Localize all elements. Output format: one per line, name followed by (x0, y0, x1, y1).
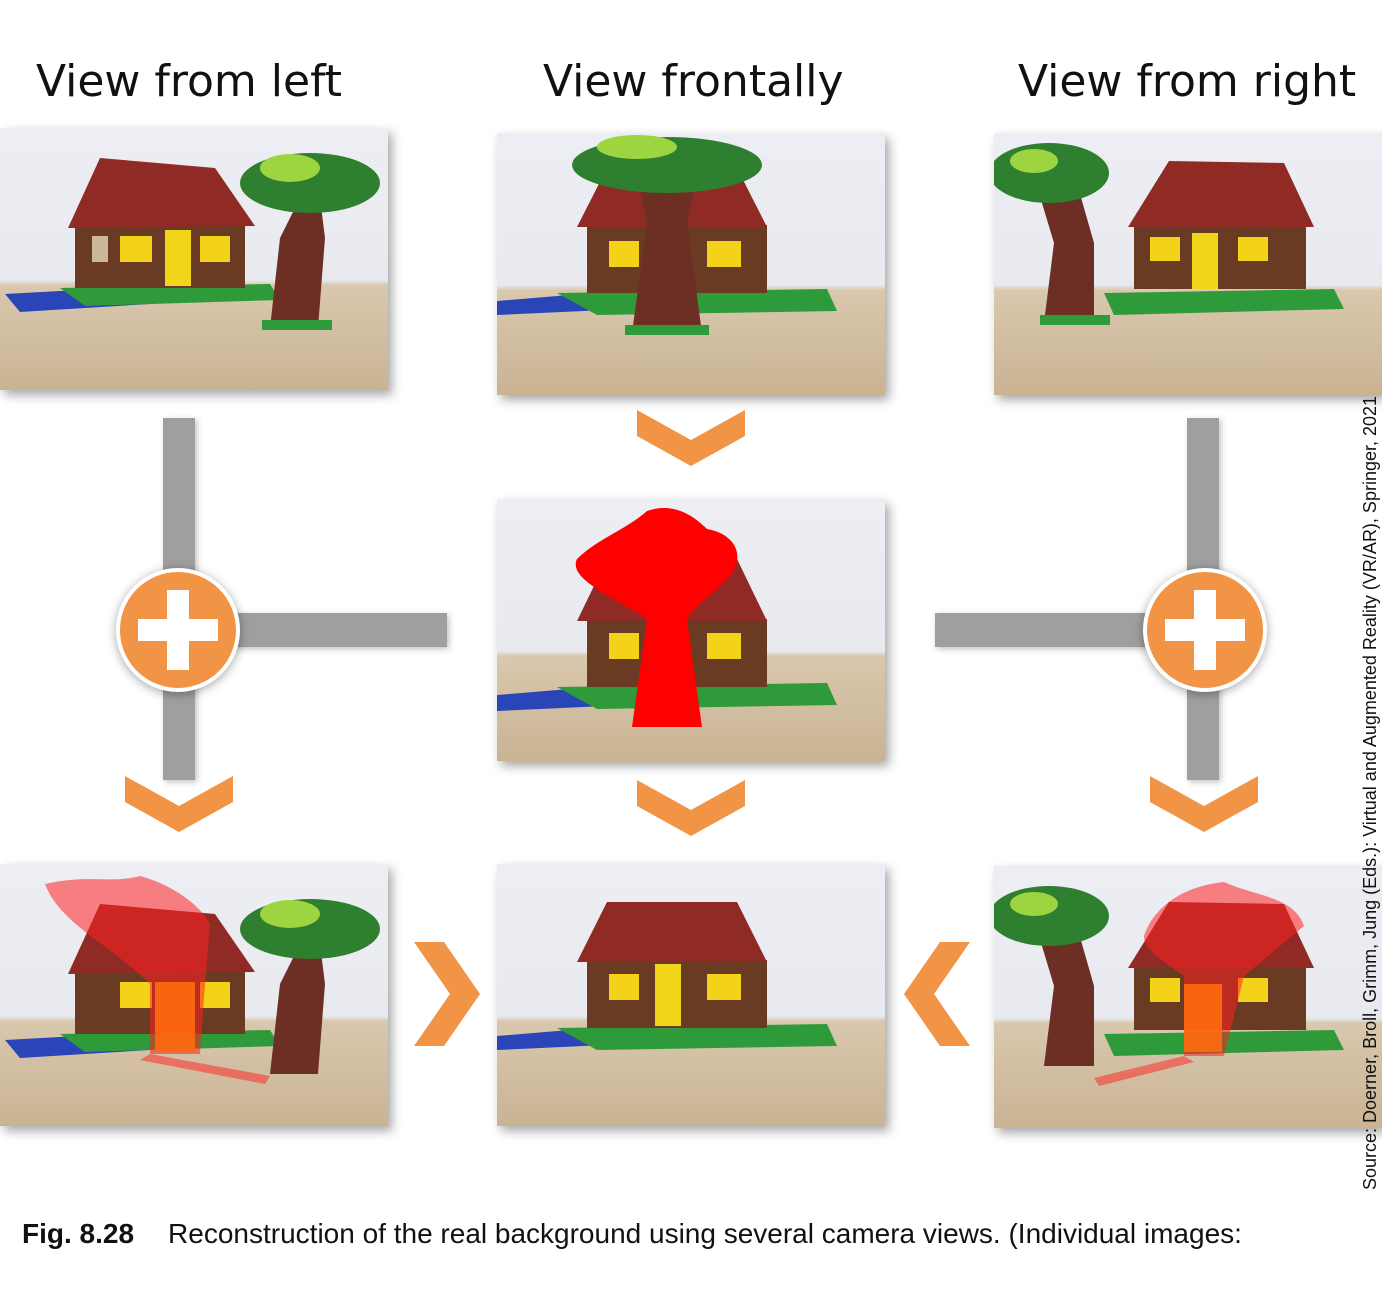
photo-view-right (994, 133, 1382, 395)
title-view-left: View from left (36, 56, 343, 107)
plus-icon (116, 568, 240, 692)
chevron-down-icon (637, 410, 745, 468)
photo-view-left (0, 128, 388, 390)
photo-left-reprojected (0, 864, 388, 1126)
chevron-right-icon (414, 942, 480, 1046)
chevron-down-icon (125, 776, 233, 834)
source-credit: Source: Doerner, Broll, Grimm, Jung (Eds… (1360, 395, 1380, 1190)
photo-reconstructed-background (497, 864, 885, 1126)
photo-right-reprojected (994, 866, 1382, 1128)
chevron-down-icon (1150, 776, 1258, 834)
figure-caption-text: Reconstruction of the real background us… (168, 1218, 1242, 1249)
chevron-left-icon (904, 942, 970, 1046)
figure-label: Fig. 8.28 (22, 1218, 135, 1249)
photo-view-front (497, 133, 885, 395)
photo-masked-front (497, 499, 885, 761)
figure-caption: Fig. 8.28 Reconstruction of the real back… (22, 1218, 1242, 1250)
title-view-front: View frontally (543, 56, 844, 107)
plus-icon (1143, 568, 1267, 692)
title-view-right: View from right (1018, 56, 1357, 107)
chevron-down-icon (637, 780, 745, 838)
